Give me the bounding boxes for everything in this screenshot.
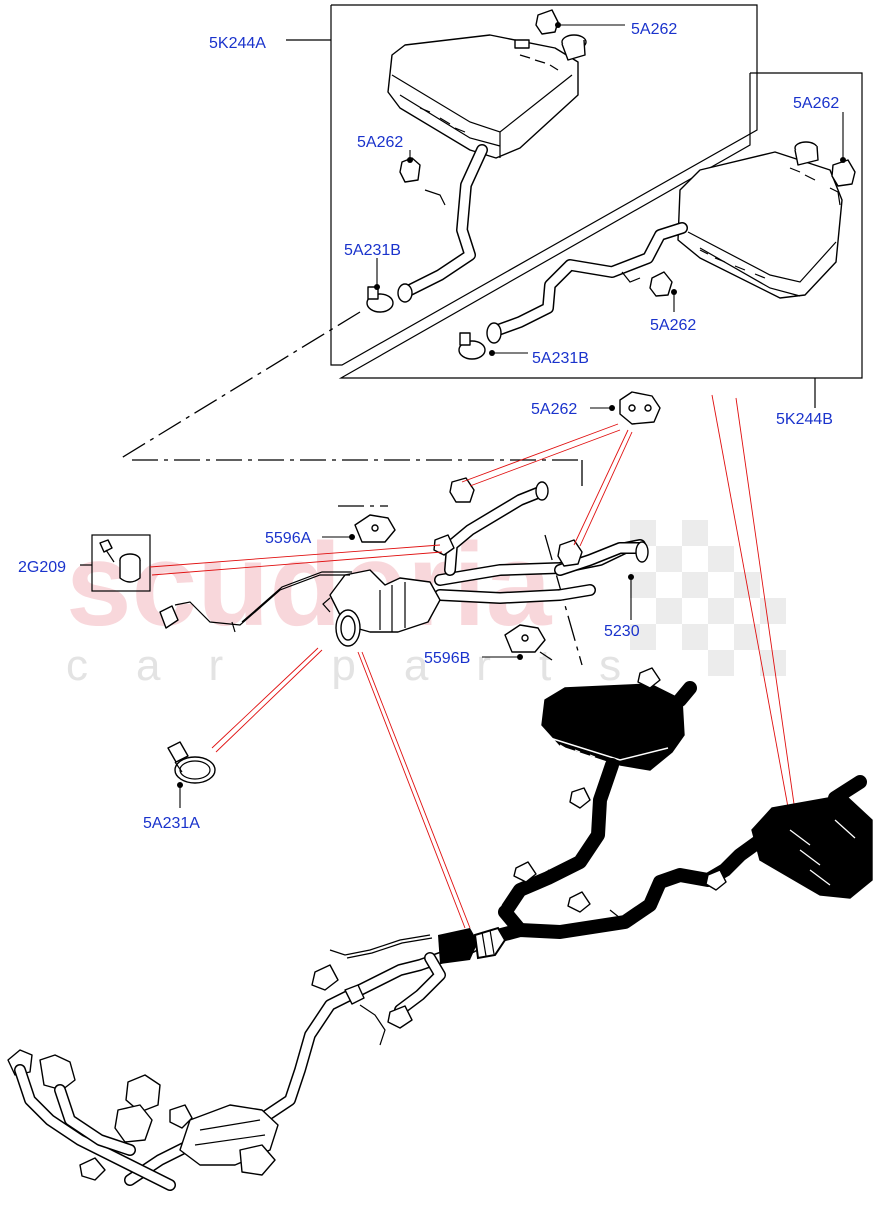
hanger-5A262-middle: 5A262: [531, 391, 661, 425]
box-5K244B-outline: [338, 72, 863, 379]
label-5596A: 5596A: [265, 530, 312, 547]
hanger-5A262-center-a: [449, 477, 475, 503]
label-5A231B-b: 5A231B: [532, 350, 589, 367]
clamp-5A231B-b: [458, 332, 528, 360]
heat-shield-5596B: 5596B: [424, 624, 553, 667]
pipe-left-tail: [397, 144, 488, 303]
center-section-5230: 5230: [159, 477, 649, 647]
box-5K244A-outline: [330, 4, 758, 366]
reference-lines: [149, 394, 797, 929]
clamp-5A231A: 5A231A: [143, 741, 216, 832]
label-5A262-middle: 5A262: [531, 401, 577, 418]
hanger-5A262-top-b: [829, 112, 856, 206]
front-section: [7, 926, 507, 1191]
hanger-5A262-center-b: [557, 539, 583, 567]
label-5596B: 5596B: [424, 650, 470, 667]
label-5A262-mid-b: 5A262: [650, 317, 696, 334]
sensor-2G209: 2G209: [18, 534, 151, 592]
muffler-right: [677, 141, 843, 299]
highlighted-rear-section: [483, 667, 873, 945]
label-5A231A: 5A231A: [143, 815, 200, 832]
heat-shield-5596A: 5596A: [265, 514, 396, 547]
label-5K244A: 5K244A: [209, 35, 266, 52]
label-5A262-mid-a: 5A262: [357, 134, 403, 151]
sensor-harness-2G209: [159, 571, 352, 633]
clamp-5A231B-a: [366, 258, 394, 313]
assembly-5K244A: 5K244A 5A262 5A262 5A231B: [209, 4, 758, 366]
label-5K244B: 5K244B: [776, 411, 833, 428]
full-system-view: [7, 667, 873, 1191]
muffler-left: [387, 34, 587, 159]
label-5A262-top-b: 5A262: [793, 95, 839, 112]
label-5230: 5230: [604, 623, 640, 640]
box-2G209: [91, 534, 151, 592]
hanger-5A262-mid-b: [621, 271, 677, 312]
watermark-brand: scuderia: [66, 519, 553, 651]
hanger-5A262-mid-a: [399, 150, 446, 206]
watermark: scuderia car parts: [66, 519, 786, 690]
label-5A231B-a: 5A231B: [344, 242, 401, 259]
assembly-5K244B: 5A262 5A262 5A231B 5K244B: [338, 72, 863, 428]
hanger-5A262-top-a: [535, 9, 625, 35]
watermark-flag-icon: [630, 520, 786, 676]
catalyst-converter: [322, 569, 441, 647]
pipe-right-tail: [486, 222, 688, 344]
small-clamp-center: [433, 534, 455, 556]
label-5A262-top-a: 5A262: [631, 21, 677, 38]
label-2G209: 2G209: [18, 559, 66, 576]
